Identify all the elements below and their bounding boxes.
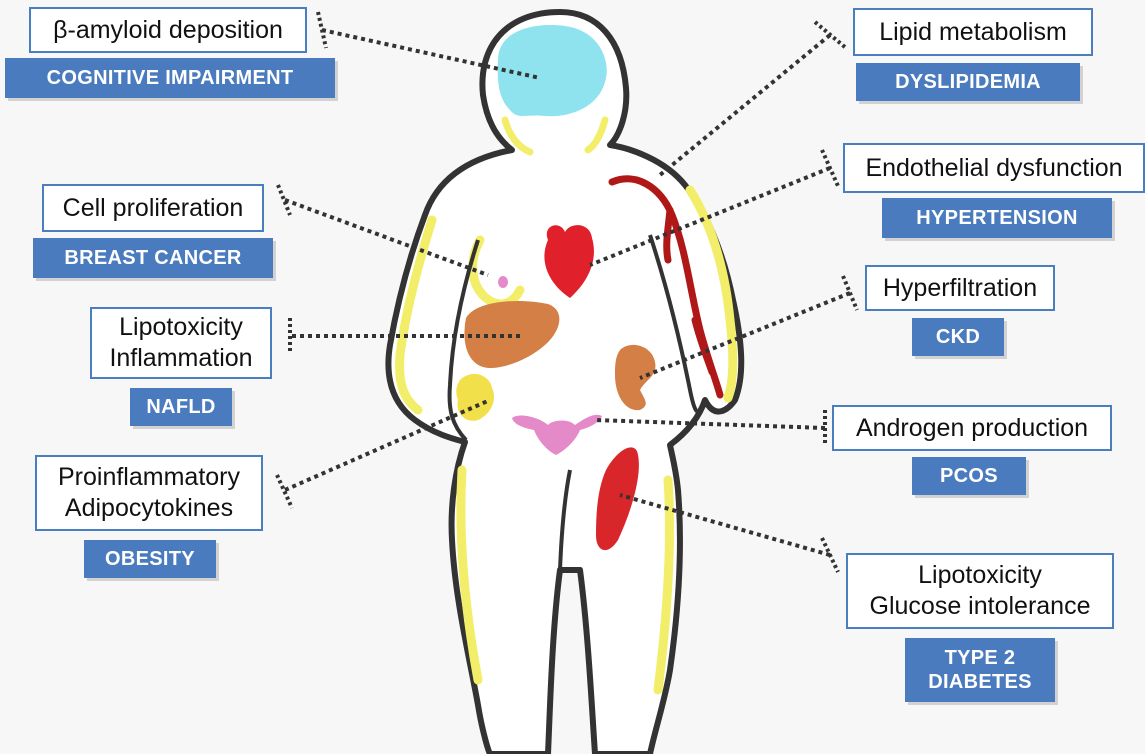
mechanism-box-adipose: Proinflammatory Adipocytokines bbox=[35, 455, 263, 531]
condition-text: HYPERTENSION bbox=[882, 206, 1112, 230]
condition-text: DYSLIPIDEMIA bbox=[856, 70, 1080, 94]
condition-tag-pcos: PCOS bbox=[912, 457, 1026, 495]
mechanism-text-line1: Lipotoxicity bbox=[848, 560, 1112, 591]
mechanism-text-line2: Inflammation bbox=[92, 343, 270, 374]
human-body bbox=[388, 12, 741, 754]
mechanism-text: Cell proliferation bbox=[44, 193, 262, 224]
cap-kidney bbox=[843, 276, 857, 310]
condition-tag-dyslipidemia: DYSLIPIDEMIA bbox=[856, 63, 1080, 101]
mechanism-box-muscle: Lipotoxicity Glucose intolerance bbox=[846, 553, 1114, 629]
mechanism-text: Androgen production bbox=[834, 413, 1110, 444]
condition-tag-breast-cancer: BREAST CANCER bbox=[33, 238, 273, 278]
mechanism-box-cell: Cell proliferation bbox=[42, 184, 264, 232]
condition-tag-cognitive: COGNITIVE IMPAIRMENT bbox=[5, 58, 335, 98]
mechanism-text-line2: Glucose intolerance bbox=[848, 591, 1112, 622]
cap-muscle bbox=[822, 538, 838, 572]
cap-lipid bbox=[815, 22, 846, 48]
cap-endothelial bbox=[822, 150, 838, 186]
condition-text: NAFLD bbox=[130, 395, 232, 419]
condition-text: BREAST CANCER bbox=[33, 246, 273, 270]
mechanism-box-kidney: Hyperfiltration bbox=[865, 265, 1055, 311]
condition-text: OBESITY bbox=[84, 547, 216, 571]
condition-tag-obesity: OBESITY bbox=[84, 540, 216, 578]
condition-text: COGNITIVE IMPAIRMENT bbox=[5, 66, 335, 90]
mechanism-text-line1: Lipotoxicity bbox=[92, 312, 270, 343]
condition-tag-type2-diabetes: TYPE 2 DIABETES bbox=[905, 638, 1055, 702]
mechanism-text: β-amyloid deposition bbox=[31, 15, 305, 46]
mechanism-box-androgen: Androgen production bbox=[832, 405, 1112, 451]
connector-lipid bbox=[660, 35, 830, 175]
condition-text: CKD bbox=[912, 325, 1004, 349]
mechanism-text: Hyperfiltration bbox=[867, 273, 1053, 304]
mechanism-box-lipid: Lipid metabolism bbox=[853, 8, 1093, 56]
breast-tumor-icon bbox=[498, 276, 508, 288]
cap-adipose bbox=[277, 475, 292, 508]
mechanism-box-endothelial: Endothelial dysfunction bbox=[843, 143, 1145, 193]
condition-tag-ckd: CKD bbox=[912, 318, 1004, 356]
mechanism-text: Endothelial dysfunction bbox=[845, 153, 1143, 184]
condition-tag-hypertension: HYPERTENSION bbox=[882, 198, 1112, 238]
mechanism-box-amyloid: β-amyloid deposition bbox=[29, 7, 307, 53]
condition-text-line1: TYPE 2 bbox=[905, 646, 1055, 670]
mechanism-text-line2: Adipocytokines bbox=[37, 493, 261, 524]
brain-icon bbox=[498, 25, 607, 116]
mechanism-text: Lipid metabolism bbox=[855, 17, 1091, 48]
mechanism-text-line1: Proinflammatory bbox=[37, 462, 261, 493]
condition-text: PCOS bbox=[912, 464, 1026, 488]
condition-text-line2: DIABETES bbox=[905, 670, 1055, 694]
condition-tag-nafld: NAFLD bbox=[130, 388, 232, 426]
mechanism-box-liver: Lipotoxicity Inflammation bbox=[90, 307, 272, 379]
